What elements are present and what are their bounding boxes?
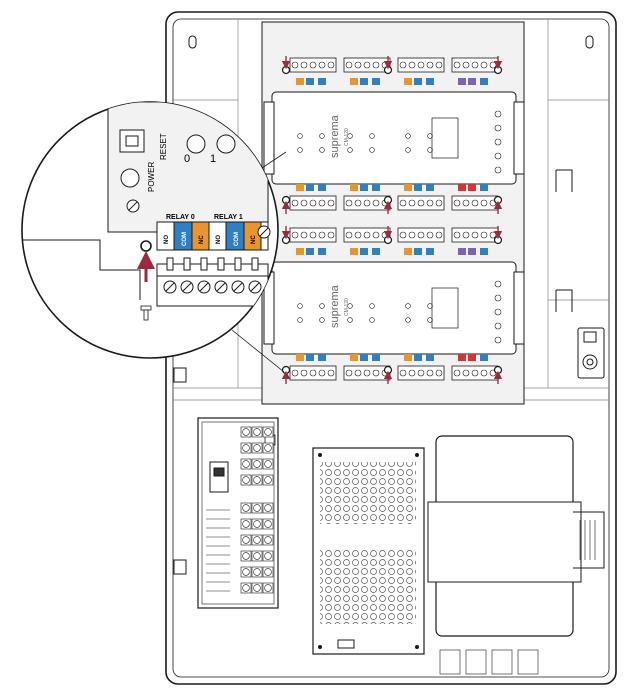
mounting-hole [383, 365, 393, 375]
screw-icon [264, 520, 272, 528]
screw-icon [242, 552, 250, 560]
mounting-hole [493, 195, 503, 205]
mounting-hole [281, 235, 291, 245]
screw-icon [242, 460, 250, 468]
battery [427, 435, 605, 675]
relay-0-label: RELAY 0 [166, 214, 195, 221]
svg-text:NO: NO [164, 235, 170, 244]
screw-icon [242, 520, 250, 528]
screw-icon [264, 568, 272, 576]
screw-icon [264, 504, 272, 512]
model-label: CM-120 [344, 128, 350, 146]
screw-icon [242, 476, 250, 484]
power-led [120, 168, 140, 188]
terminal-strip [451, 184, 499, 211]
power-label: POWER [147, 162, 156, 192]
terminal-strip [397, 354, 445, 381]
screw-icon [264, 460, 272, 468]
model-label: CM-120 [344, 298, 350, 316]
terminal-strip [289, 227, 337, 255]
perforated-cover [312, 447, 425, 655]
brand-label: suprema [329, 114, 341, 158]
screw-icon [253, 460, 261, 468]
brand-label: suprema [329, 284, 341, 328]
side-latch [173, 327, 605, 575]
screw-icon [253, 568, 261, 576]
screw-icon [253, 428, 261, 436]
terminal-strip [397, 57, 445, 85]
screw-icon [242, 536, 250, 544]
screw-icon [264, 476, 272, 484]
relay-terminal-block: NO COM NC NO COM NC [156, 221, 269, 251]
mounting-hole [281, 195, 291, 205]
screw-icon [264, 444, 272, 452]
terminal-strip [343, 354, 391, 381]
screw-icon [253, 504, 261, 512]
reset-label: RESET [159, 133, 168, 160]
relay-1-label: RELAY 1 [214, 214, 243, 221]
mounting-hole [383, 195, 393, 205]
screw-icon [253, 520, 261, 528]
screw-icon [253, 584, 261, 592]
terminal-strip [451, 227, 499, 255]
screw-icon [242, 428, 250, 436]
screw-icon [264, 428, 272, 436]
mounting-hole [383, 65, 393, 75]
led-0-label: 0 [184, 153, 190, 165]
terminal-strip [397, 184, 445, 211]
terminal-strip [289, 354, 337, 381]
mounting-hole [281, 365, 291, 375]
mounting-hole [383, 235, 393, 245]
knockout-tab [555, 169, 573, 312]
mounting-hole [281, 65, 291, 75]
screw-icon [253, 536, 261, 544]
screw-icon [264, 584, 272, 592]
screw-icon [242, 568, 250, 576]
svg-text:COM: COM [182, 232, 188, 246]
screw-icon [140, 305, 152, 321]
screw-icon [242, 584, 250, 592]
svg-text:NC: NC [251, 235, 257, 244]
screw-icon [242, 444, 250, 452]
screw-icon [264, 552, 272, 560]
screw-icon [264, 536, 272, 544]
screw-icon [253, 476, 261, 484]
screw-icon [242, 504, 250, 512]
screw-icon [253, 552, 261, 560]
screw-icon [253, 444, 261, 452]
svg-text:NC: NC [199, 235, 205, 244]
mounting-hole [493, 235, 503, 245]
power-supply-board [197, 417, 279, 609]
mounting-hole [493, 65, 503, 75]
terminal-strip [289, 184, 337, 211]
svg-text:COM: COM [234, 232, 240, 246]
mounting-hole [140, 240, 152, 252]
terminal-strip [451, 57, 499, 85]
svg-text:NO: NO [216, 235, 222, 244]
terminal-strip [397, 227, 445, 255]
mounting-hole [493, 365, 503, 375]
terminal-plug [156, 257, 269, 307]
led-1-label: 1 [210, 153, 216, 165]
